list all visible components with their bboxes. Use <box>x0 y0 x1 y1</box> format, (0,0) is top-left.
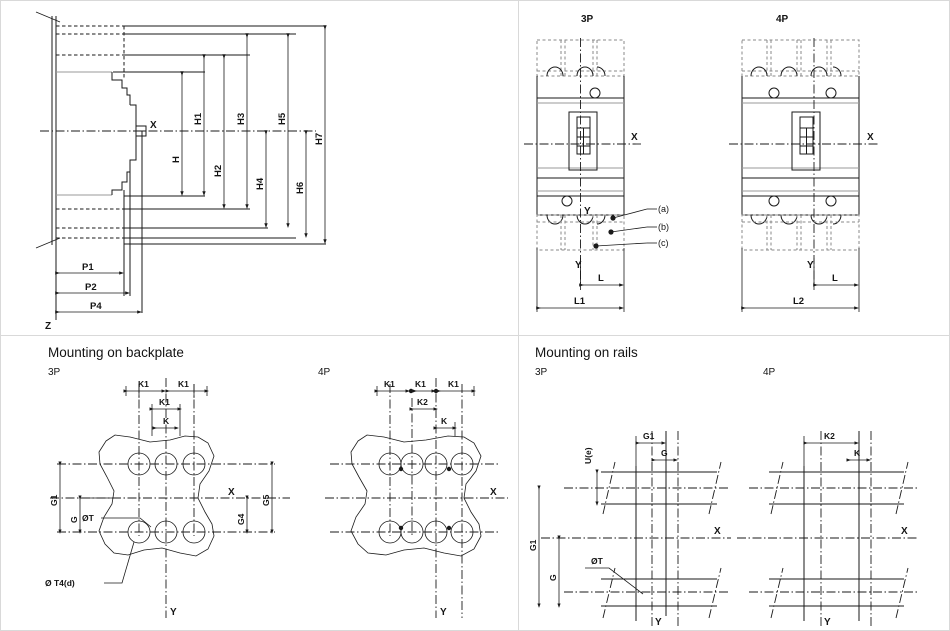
hole-label-ot-rails: ØT <box>591 556 604 566</box>
side-view-drawing: X H H1 H2 <box>35 11 327 332</box>
breaker-4p: X Y L L2 <box>729 38 879 312</box>
rails-drawing: X Y G1 G U(e) G1 G <box>528 431 919 628</box>
axis-label-y-4p: Y <box>807 260 814 271</box>
panel-mounting-backplate: Mounting on backplate 3P 4P <box>0 336 519 631</box>
breaker-3p: X Y Y L L1 <box>524 38 641 312</box>
backplate-heading: Mounting on backplate <box>48 345 184 360</box>
axis-label-x-backplate-4p: X <box>490 487 497 498</box>
axis-label-x-rails-4p: X <box>901 526 908 537</box>
dim-label-k1-b-4p: K1 <box>415 379 426 389</box>
axis-label-y-rails-4p: Y <box>824 617 831 628</box>
dim-label-k1-a-4p: K1 <box>384 379 395 389</box>
dim-label-l-3p: L <box>598 273 604 284</box>
dim-label-k1-left-3p: K1 <box>138 379 149 389</box>
dim-label-g1-top-rails: G1 <box>643 431 655 441</box>
dim-label-k-3p: K <box>163 416 170 426</box>
dim-label-h1: H1 <box>193 112 204 125</box>
dim-label-k1-right-3p: K1 <box>178 379 189 389</box>
sheet-border-top <box>0 0 950 1</box>
backplate-view-3p: 3P <box>48 367 61 378</box>
hole-label-ot4d-3p: Ø T4(d) <box>45 578 75 588</box>
axis-label-y-backplate-4p: Y <box>440 607 447 618</box>
dim-label-k-rails: K <box>854 448 861 458</box>
dim-label-h4: H4 <box>255 177 266 190</box>
dim-label-h3: H3 <box>236 113 247 125</box>
view-label-4p-front: 4P <box>776 14 789 25</box>
dim-label-p4: P4 <box>90 301 102 312</box>
backplate-3p: K1 K1 K1 K <box>45 378 290 618</box>
dim-label-k1-c-4p: K1 <box>448 379 459 389</box>
axis-label-y-backplate-3p: Y <box>170 607 177 618</box>
dim-label-l2: L2 <box>793 296 804 307</box>
datum-label-z: Z <box>45 321 51 332</box>
rails-4p: X Y K2 K <box>737 431 919 628</box>
panel-front-views: 3P 4P <box>519 0 950 336</box>
hole-label-ot-3p: ØT <box>82 513 95 523</box>
dim-label-p1: P1 <box>82 262 94 273</box>
dim-label-p2: P2 <box>85 282 97 293</box>
panel-side-view: X H H1 H2 <box>0 0 519 336</box>
axis-label-x-3p: X <box>631 132 638 143</box>
axis-label-x-4p: X <box>867 132 874 143</box>
panel-mounting-rails: Mounting on rails 3P 4P <box>519 336 950 631</box>
dim-label-g1-side-rails: G1 <box>528 539 538 551</box>
backplate-drawing: K1 K1 K1 K <box>45 378 508 618</box>
axis-label-x-side: X <box>150 120 157 131</box>
axis-label-y-rails-3p: Y <box>655 617 662 628</box>
dim-label-k-4p: K <box>441 416 448 426</box>
dim-label-l-4p: L <box>832 273 838 284</box>
front-views-drawing: 3P 4P <box>524 14 879 312</box>
dim-label-l1: L1 <box>574 296 586 307</box>
axis-label-x-rails-3p: X <box>714 526 721 537</box>
dim-label-h7: H7 <box>314 133 325 145</box>
dim-label-k2-rails: K2 <box>824 431 835 441</box>
dim-label-g4-3p: G4 <box>236 513 246 525</box>
dim-label-g5-3p: G5 <box>261 494 271 506</box>
sheet-border-left <box>0 0 1 631</box>
dim-label-h5: H5 <box>277 112 288 125</box>
callout-label-c: (c) <box>658 238 669 248</box>
axis-label-x-backplate-3p: X <box>228 487 235 498</box>
callout-label-b: (b) <box>658 222 669 232</box>
rails-view-3p: 3P <box>535 367 548 378</box>
view-label-3p-front: 3P <box>581 14 594 25</box>
rails-view-4p: 4P <box>763 367 776 378</box>
callout-group: (a) (b) (c) <box>593 204 669 249</box>
dim-label-ue: U(e) <box>583 447 593 464</box>
callout-label-a: (a) <box>658 204 669 214</box>
axis-label-y-3p-upper: Y <box>584 206 591 217</box>
dim-label-g1-3p: G1 <box>49 494 59 506</box>
rails-heading: Mounting on rails <box>535 345 638 360</box>
axis-label-y-3p: Y <box>575 260 582 271</box>
backplate-4p: K1 K1 K1 K2 K <box>325 378 508 618</box>
dim-label-h: H <box>171 156 182 163</box>
dim-label-g-top-rails: G <box>661 448 668 458</box>
dim-label-h2: H2 <box>213 165 224 177</box>
dim-label-g-side-rails: G <box>548 574 558 581</box>
rails-3p: X Y G1 G U(e) G1 G <box>528 431 731 628</box>
dim-label-k2-4p: K2 <box>417 397 428 407</box>
dim-label-k1-inner-3p: K1 <box>159 397 170 407</box>
backplate-view-4p: 4P <box>318 367 331 378</box>
dim-label-g-3p: G <box>69 516 79 523</box>
dim-label-h6: H6 <box>295 182 306 194</box>
